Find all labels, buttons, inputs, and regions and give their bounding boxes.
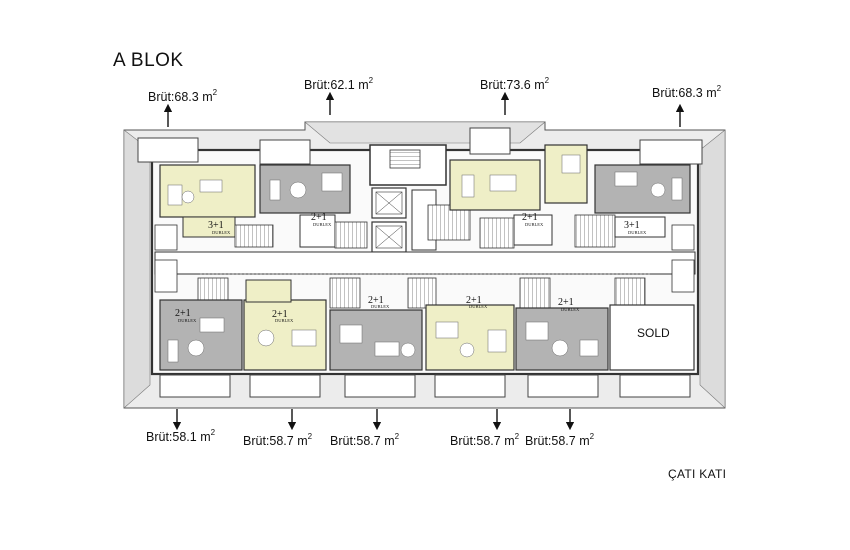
floor-label: ÇATI KATI xyxy=(668,467,727,481)
area-label-bottom-2: Brüt:58.7 m2 xyxy=(243,432,313,448)
unit-sub-top-left: DUBLEX xyxy=(212,230,231,235)
area-label-bottom-5: Brüt:58.7 m2 xyxy=(525,432,595,448)
unit-bottom-4: 2+1 DUBLEX xyxy=(425,295,515,371)
unit-sub-top-right: DUBLEX xyxy=(628,230,647,235)
unit-bottom-2: 2+1 DUBLEX xyxy=(243,279,327,371)
unit-top-right: 3+1 DUBLEX xyxy=(574,164,691,248)
unit-sub-bottom-1: DUBLEX xyxy=(178,318,197,323)
unit-bottom-1: 2+1 DUBLEX xyxy=(159,299,243,371)
unit-type-bottom-1: 2+1 xyxy=(175,308,191,319)
unit-top-mid-right: 2+1 DUBLEX xyxy=(449,144,588,249)
unit-type-top-right: 3+1 xyxy=(624,220,640,231)
area-label-bottom-3: Brüt:58.7 m2 xyxy=(330,432,400,448)
block-title: A BLOK xyxy=(113,50,184,71)
unit-type-bottom-4: 2+1 xyxy=(466,295,482,306)
unit-sub-top-mid-left: DUBLEX xyxy=(313,222,332,227)
unit-type-top-mid-left: 2+1 xyxy=(311,212,327,223)
area-label-top-1: Brüt:68.3 m2 xyxy=(148,88,218,104)
unit-top-left: 3+1 DUBLEX xyxy=(159,164,274,248)
unit-sold: SOLD xyxy=(609,304,695,371)
unit-type-top-mid-right: 2+1 xyxy=(522,212,538,223)
unit-type-top-left: 3+1 xyxy=(208,220,224,231)
unit-type-bottom-5: 2+1 xyxy=(558,297,574,308)
sold-label: SOLD xyxy=(637,326,670,340)
unit-bottom-3: 2+1 DUBLEX xyxy=(329,295,423,371)
unit-top-mid-left: 2+1 DUBLEX xyxy=(259,164,368,249)
area-label-bottom-4: Brüt:58.7 m2 xyxy=(450,432,520,448)
side-rooms xyxy=(154,224,695,293)
unit-sub-bottom-2: DUBLEX xyxy=(275,318,294,323)
unit-sub-top-mid-right: DUBLEX xyxy=(525,222,544,227)
area-label-top-2: Brüt:62.1 m2 xyxy=(304,76,374,92)
bottom-terraces xyxy=(159,374,691,398)
top-terraces xyxy=(137,127,703,165)
unit-bottom-5: 2+1 DUBLEX xyxy=(515,297,609,371)
unit-type-bottom-2: 2+1 xyxy=(272,309,288,320)
direction-arrows xyxy=(163,91,685,431)
unit-type-bottom-3: 2+1 xyxy=(368,295,384,306)
unit-sub-bottom-4: DUBLEX xyxy=(469,304,488,309)
area-label-bottom-1: Brüt:58.1 m2 xyxy=(146,428,216,444)
unit-sub-bottom-3: DUBLEX xyxy=(371,304,390,309)
corridor xyxy=(154,251,696,275)
area-label-top-4: Brüt:68.3 m2 xyxy=(652,84,722,100)
unit-sub-bottom-5: DUBLEX xyxy=(561,307,580,312)
area-label-top-3: Brüt:73.6 m2 xyxy=(480,76,550,92)
